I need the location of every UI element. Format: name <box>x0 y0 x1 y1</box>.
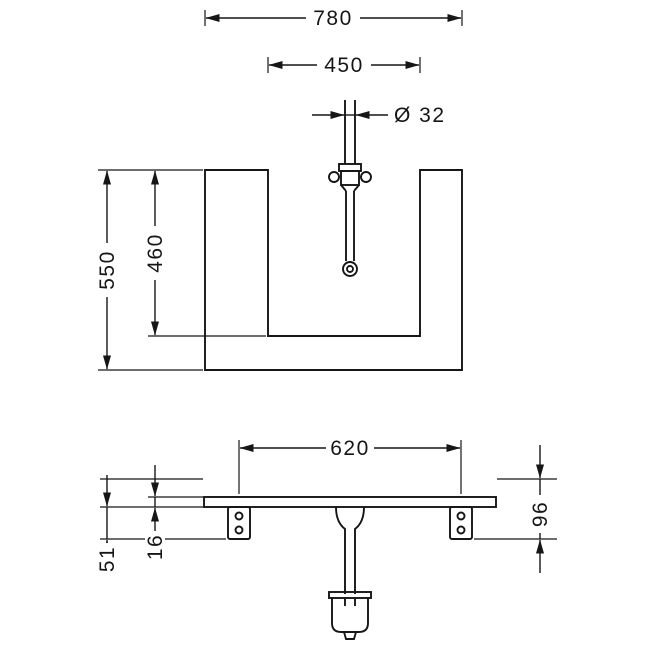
drain-outlet <box>342 261 358 277</box>
console-outline <box>204 169 463 371</box>
trap-flange <box>328 591 372 599</box>
drain-wing-left <box>328 171 340 183</box>
drain-wing-right <box>360 171 372 183</box>
bracket-right <box>449 506 473 540</box>
dim-total-width: 780 <box>204 7 463 30</box>
console-panel <box>203 496 497 508</box>
bracket-hole <box>234 525 244 535</box>
bracket-hole <box>456 525 466 535</box>
dim-cutout-width-label: 450 <box>324 54 364 77</box>
dim-bracket-drop-label: 51 <box>96 546 119 572</box>
siphon-trap <box>328 506 372 640</box>
dim-panel-thickness: 16 <box>144 465 203 563</box>
trap-cup <box>331 598 369 633</box>
drain-nut <box>340 170 360 186</box>
dim-side-height: 96 <box>474 445 557 573</box>
trap-nub <box>343 631 357 640</box>
dim-fixing-distance: 620 <box>238 437 462 494</box>
bottom-view: 620 96 51 <box>96 437 557 640</box>
dim-total-height: 550 <box>96 169 203 371</box>
bracket-hole <box>456 511 466 521</box>
drain-assembly-front <box>328 100 372 277</box>
bracket-hole <box>234 511 244 521</box>
dim-cutout-height-label: 460 <box>144 233 167 273</box>
dim-drain-diameter-label: Ø 32 <box>394 104 446 127</box>
dim-total-height-label: 550 <box>96 250 119 290</box>
front-view: 780 450 Ø 32 550 <box>96 7 463 371</box>
drain-flange <box>338 163 362 172</box>
dim-cutout-width: 450 <box>267 54 421 77</box>
dim-panel-thickness-label: 16 <box>144 534 167 560</box>
dim-drain-diameter: Ø 32 <box>312 104 446 127</box>
bracket-left <box>227 506 251 540</box>
dim-cutout-height: 460 <box>144 170 266 337</box>
dim-fixing-distance-label: 620 <box>330 437 370 460</box>
dim-total-width-label: 780 <box>313 7 353 30</box>
dim-side-height-label: 96 <box>529 501 552 527</box>
